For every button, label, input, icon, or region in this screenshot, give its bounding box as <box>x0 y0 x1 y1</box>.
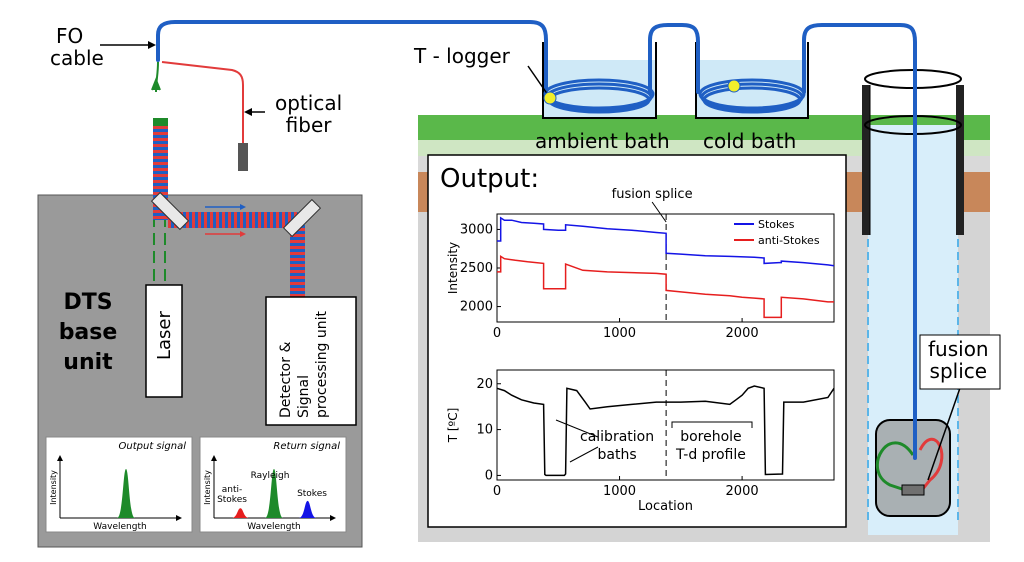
fusion-line2: splice <box>929 359 988 383</box>
series-line-0 <box>496 385 835 477</box>
peak-label-rayleigh: Rayleigh <box>251 471 290 481</box>
fiber-connector <box>153 118 168 126</box>
mirror <box>282 198 322 238</box>
t-logger-cold <box>727 79 741 93</box>
inset-x-label: Wavelength <box>93 522 146 532</box>
calib-line2: baths <box>597 447 637 463</box>
detector-label-2: Signal <box>296 375 312 418</box>
inset-x-label: Wavelength <box>247 522 300 532</box>
cold-bath-label: cold bath <box>703 129 797 153</box>
borehole-profile-label: borehole T-d profile <box>676 428 746 464</box>
fo-cable <box>156 20 917 460</box>
y-tick-label: 3000 <box>460 222 493 237</box>
cold-bath <box>695 42 809 119</box>
t-logger-ambient <box>543 91 557 105</box>
fusion-splice-annotation: fusion splice <box>612 187 693 202</box>
y-tick-label: 10 <box>476 423 493 438</box>
inset-y-arrow <box>211 455 217 461</box>
beam-horizontal <box>168 212 298 228</box>
peak-label-anti: anti- <box>222 485 243 495</box>
laser-box <box>145 284 183 398</box>
borehole-line1: borehole <box>680 429 742 445</box>
peak-2 <box>298 500 317 518</box>
fusion-splice-arrow <box>651 201 667 223</box>
optical-fiber-line1: optical <box>275 91 343 115</box>
fo-label-line1: FO <box>56 24 84 48</box>
calib-line1: calibration <box>580 429 655 445</box>
x-axis-label: Location <box>638 499 693 514</box>
series-line-0 <box>497 216 835 267</box>
dts-base-unit-label: DTS base unit <box>48 288 128 378</box>
ambient-bath <box>542 42 657 119</box>
inset-title: Output signal <box>119 441 187 452</box>
legend-label: anti-Stokes <box>758 234 820 247</box>
inset-y-label: Intensity <box>49 470 58 505</box>
x-tick-label: 1000 <box>603 484 636 499</box>
y-tick-label: 2000 <box>460 300 493 315</box>
detector-label-1: Detector & <box>278 342 294 418</box>
inset-x-arrow <box>330 515 336 521</box>
laser-label: Laser <box>154 310 175 360</box>
y-tick-label: 0 <box>485 468 493 483</box>
peak-label-stokes: Stokes <box>297 489 327 499</box>
y-tick-label: 20 <box>476 377 493 392</box>
calibration-baths-label: calibration baths <box>580 428 654 464</box>
fo-label-line2: cable <box>50 46 104 70</box>
optical-fiber-label: optical fiber <box>275 92 342 136</box>
fusion-splice-label: fusion splice <box>928 338 989 382</box>
detector-box <box>265 296 357 426</box>
dts-line2: base <box>58 320 118 345</box>
output-title: Output: <box>440 164 540 194</box>
y-tick-label: 2500 <box>460 261 493 276</box>
x-tick-label: 2000 <box>726 484 759 499</box>
inset-x-arrow <box>176 515 182 521</box>
y-axis-label: Intensity <box>446 242 460 294</box>
optical-fiber-line <box>161 61 244 145</box>
fusion-line1: fusion <box>928 337 989 361</box>
beam-vertical-up <box>153 120 168 220</box>
x-tick-label: 1000 <box>603 326 636 341</box>
optical-fiber-line2: fiber <box>285 113 332 137</box>
detector-label-3: processing unit <box>314 310 330 418</box>
fusion-splice-label-box <box>919 334 1001 390</box>
borehole-line2: T-d profile <box>676 447 746 463</box>
plot-frame <box>496 213 835 323</box>
t-logger-label: T - logger <box>414 44 510 68</box>
inset-y-label: Intensity <box>203 470 212 505</box>
temperature-chart: 0 1000 2000 0 10 20 T [ºC] Location <box>446 369 835 514</box>
x-tick-label: 2000 <box>726 326 759 341</box>
peak-0 <box>117 469 135 518</box>
x-tick-label: 0 <box>493 484 501 499</box>
dts-line1: DTS <box>63 290 113 315</box>
series-line-1 <box>497 255 834 319</box>
optical-fiber-end <box>238 143 248 171</box>
beam-vertical-down <box>290 225 305 297</box>
peak-0 <box>231 508 250 518</box>
ambient-bath-label: ambient bath <box>535 129 670 153</box>
inset-title: Return signal <box>273 441 340 452</box>
x-tick-label: 0 <box>493 326 501 341</box>
peak-label-anti-2: Stokes <box>217 495 247 505</box>
dts-line3: unit <box>63 350 113 375</box>
y-axis-label: T [ºC] <box>446 408 460 444</box>
peak-1 <box>265 469 283 518</box>
inset-y-arrow <box>57 455 63 461</box>
legend-label: Stokes <box>758 218 795 231</box>
plot-frame <box>496 369 835 481</box>
beam-splitter <box>150 191 190 231</box>
fo-cable-label: FO cable <box>50 25 104 69</box>
